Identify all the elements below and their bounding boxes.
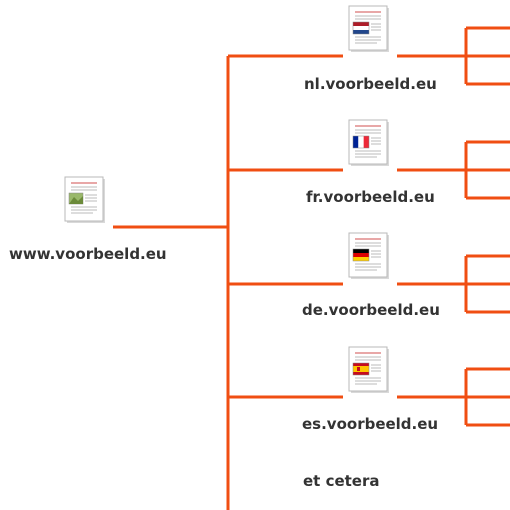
root-site-label[interactable]: www.voorbeeld.eu (9, 245, 167, 263)
document-flag-fr-icon[interactable] (348, 119, 389, 166)
document-flag-es-icon[interactable] (348, 346, 389, 393)
subsite-label-nl[interactable]: nl.voorbeeld.eu (304, 75, 437, 93)
subsite-label-de[interactable]: de.voorbeeld.eu (302, 301, 440, 319)
document-picture-icon[interactable] (64, 176, 105, 223)
subsite-label-es[interactable]: es.voorbeeld.eu (302, 415, 439, 433)
subsite-label-fr[interactable]: fr.voorbeeld.eu (306, 188, 435, 206)
connector-lines (113, 26, 510, 510)
document-flag-nl-icon[interactable] (348, 5, 389, 52)
et-cetera-label: et cetera (303, 472, 380, 490)
document-flag-de-icon[interactable] (348, 232, 389, 279)
